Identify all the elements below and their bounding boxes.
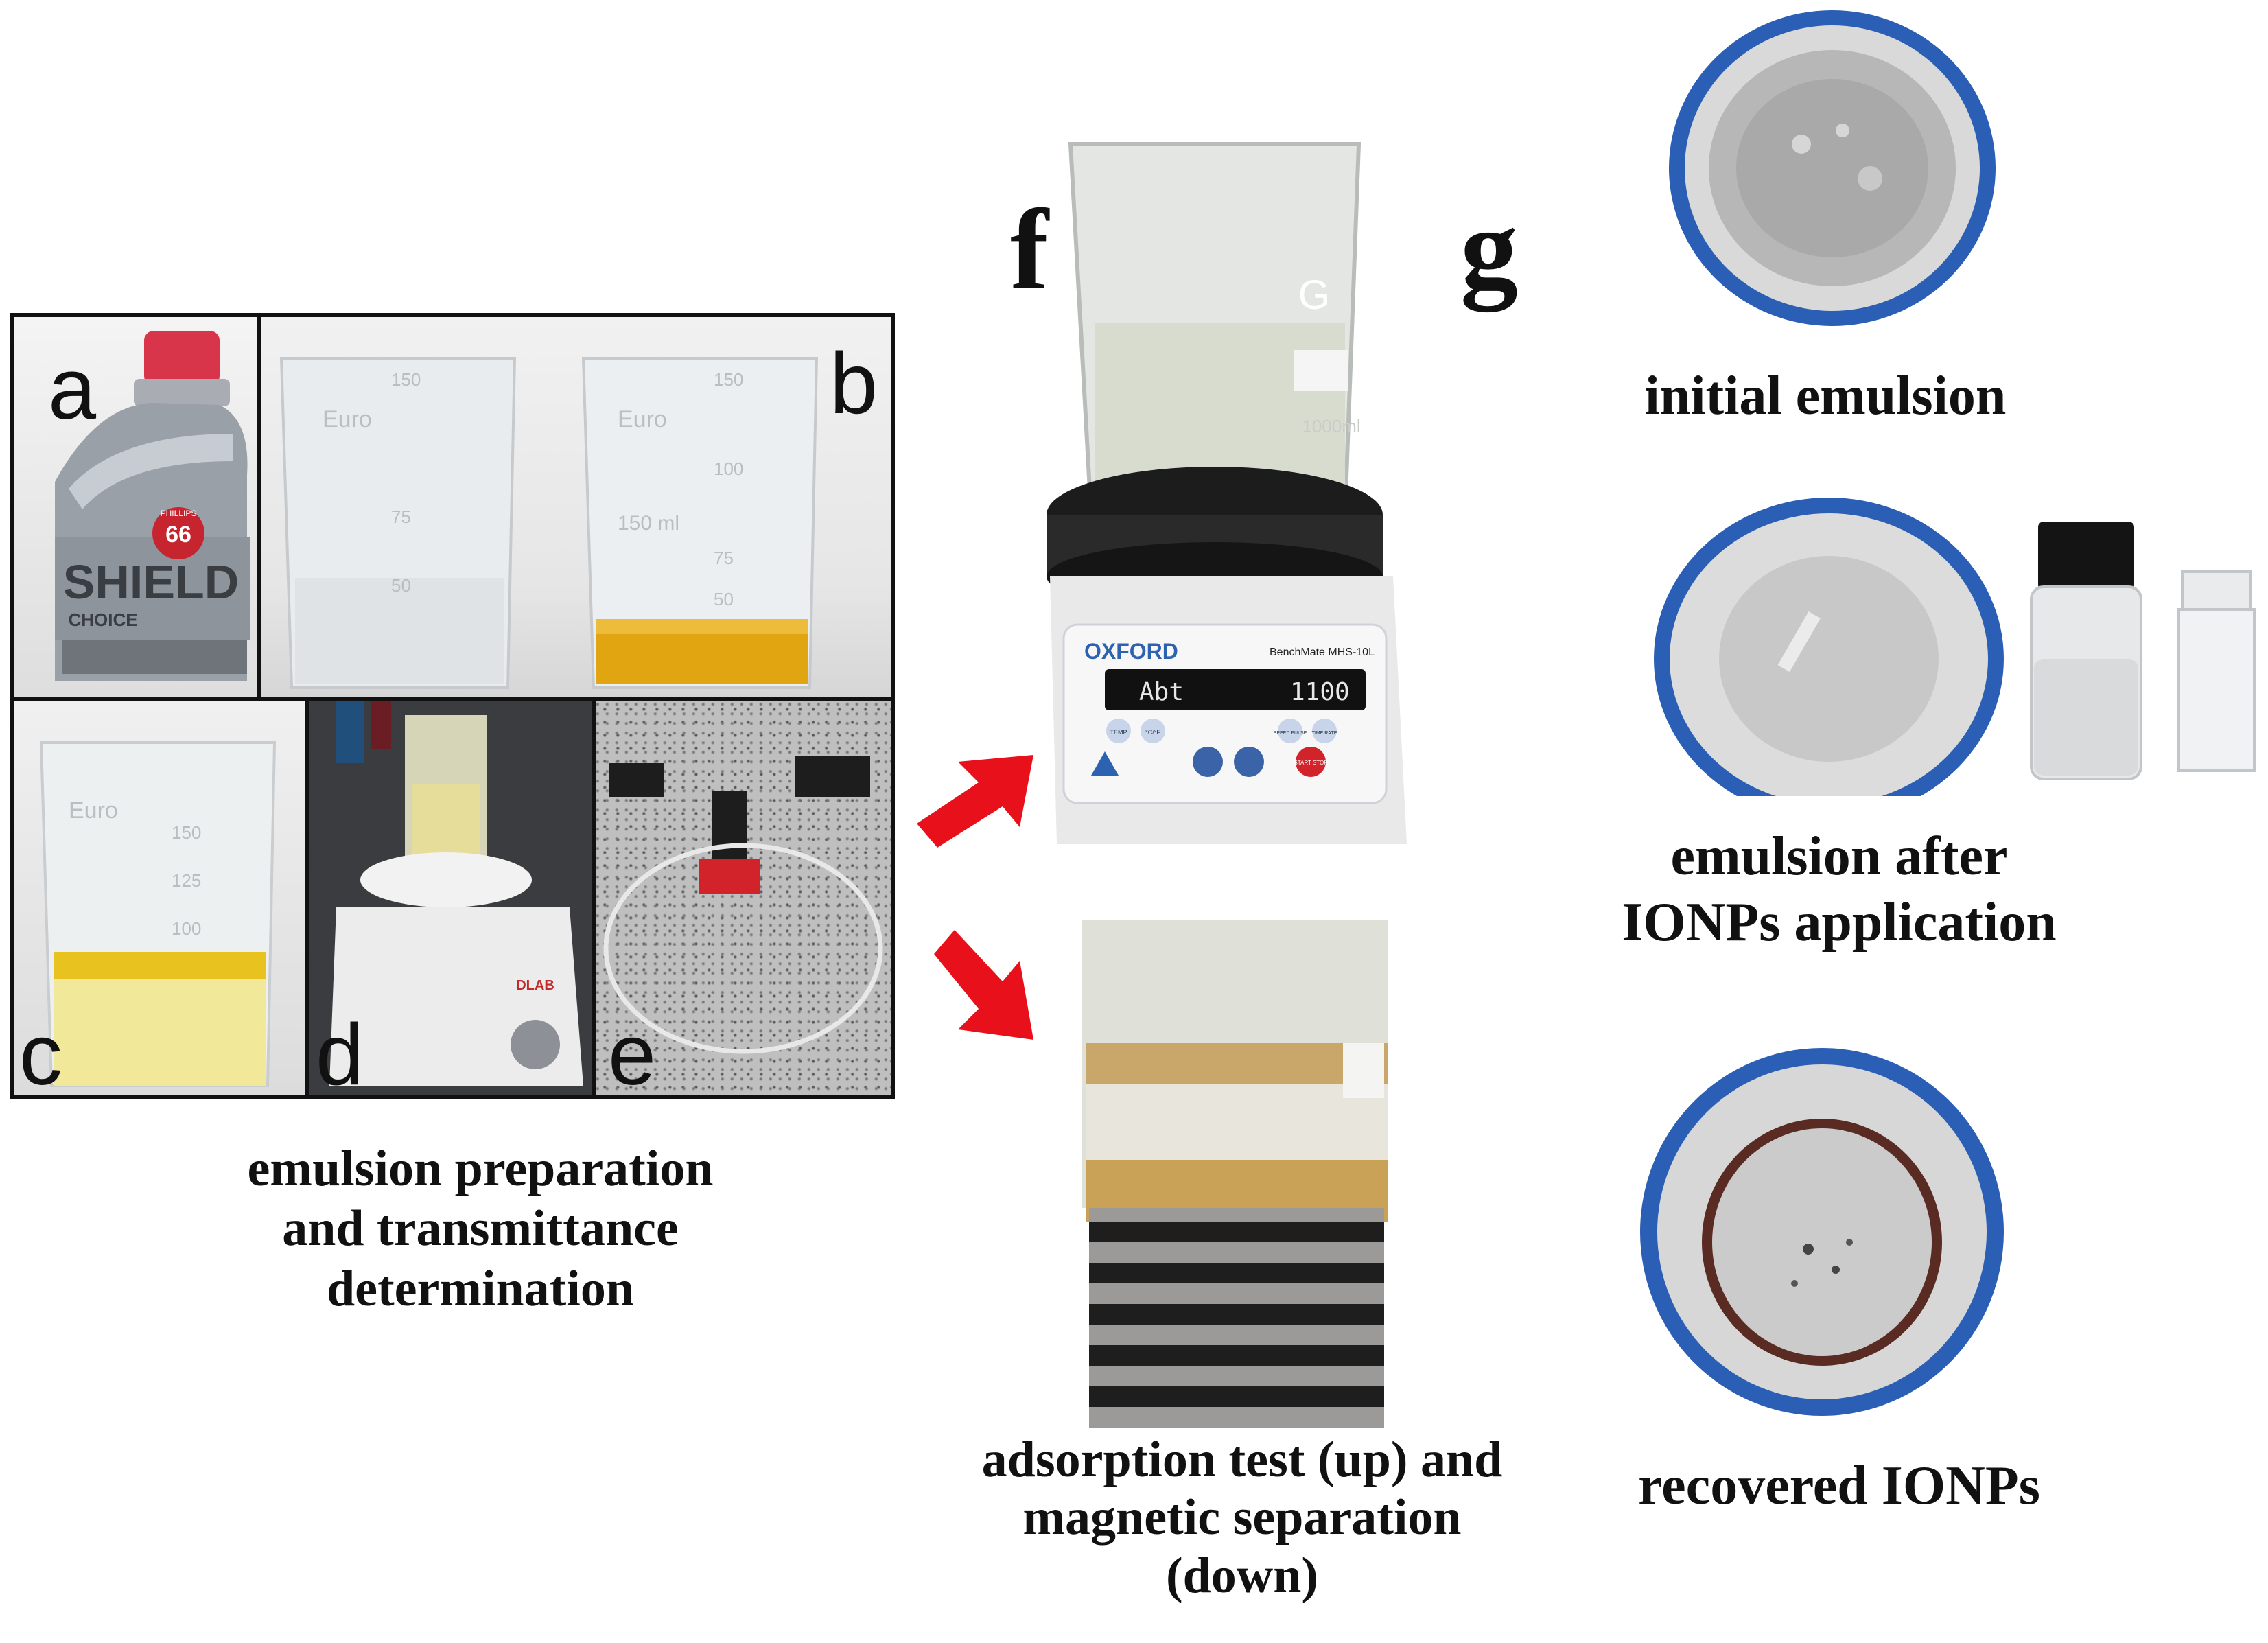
- dish-recovered-ionps-image: [1640, 1048, 2004, 1416]
- panel-label-a: a: [48, 340, 97, 437]
- svg-text:100: 100: [714, 458, 743, 479]
- oil-bottle-image: 66 PHILLIPS SHIELD CHOICE: [55, 331, 250, 681]
- panel-d-photo: DLAB: [309, 701, 592, 1095]
- caption-line: adsorption test (up) and: [981, 1432, 1503, 1488]
- panel-c-photo: Euro 150 125 100: [14, 701, 305, 1095]
- panel-grid: 66 PHILLIPS SHIELD CHOICE a Euro 150 75 …: [10, 313, 895, 1099]
- dish-after-ionps-image: [1654, 498, 2004, 796]
- svg-text:SHIELD: SHIELD: [63, 555, 239, 609]
- svg-text:150: 150: [391, 369, 421, 390]
- svg-text:150 ml: 150 ml: [618, 512, 679, 535]
- caption-initial-emulsion: initial emulsion: [1644, 366, 2007, 426]
- caption-adsorption-test: adsorption test (up) and magnetic separa…: [899, 1431, 1585, 1605]
- panel-label-b: b: [830, 335, 878, 432]
- cuvette-image: [2177, 570, 2256, 772]
- svg-text:TEMP: TEMP: [1110, 729, 1127, 736]
- caption-recovered-ionps: recovered IONPs: [1638, 1456, 2040, 1516]
- panel-label-e: e: [608, 1006, 657, 1103]
- spectro-setup-image: [603, 756, 883, 1054]
- svg-text:Abt: Abt: [1139, 678, 1184, 706]
- svg-text:66: 66: [165, 522, 191, 548]
- caption-line: emulsion preparation: [247, 1141, 714, 1197]
- caption-line: magnetic separation: [1022, 1489, 1462, 1546]
- svg-text:150: 150: [714, 369, 743, 390]
- stirrer-plate-image: DLAB: [309, 701, 592, 1095]
- svg-text:75: 75: [391, 506, 411, 527]
- stirrer-hotplate-image: G 1000ml OXFORD BenchMate MHS-10L Abt 11…: [1047, 142, 1407, 844]
- svg-text:50: 50: [391, 575, 411, 596]
- panel-label-g: g: [1460, 185, 1518, 312]
- svg-text:DLAB: DLAB: [516, 978, 554, 993]
- svg-text:1000ml: 1000ml: [1302, 416, 1360, 436]
- panel-b-photo: Euro 150 75 50 Euro 150 100 150 ml 75 50: [261, 317, 891, 697]
- svg-text:BenchMate MHS-10L: BenchMate MHS-10L: [1270, 646, 1375, 658]
- svg-text:PHILLIPS: PHILLIPS: [161, 509, 197, 518]
- caption-line: (down): [1165, 1547, 1319, 1604]
- svg-text:°C/°F: °C/°F: [1145, 729, 1160, 736]
- svg-text:Euro: Euro: [69, 797, 118, 824]
- panel-a-photo: 66 PHILLIPS SHIELD CHOICE: [14, 317, 257, 697]
- caption-line: and transmittance: [282, 1200, 679, 1257]
- svg-text:Euro: Euro: [323, 406, 372, 432]
- svg-text:TIME RATE: TIME RATE: [1312, 731, 1337, 736]
- panel-f-magnet-photo: [1072, 920, 1398, 1428]
- svg-text:125: 125: [172, 870, 201, 891]
- svg-text:G: G: [1298, 272, 1331, 318]
- svg-text:75: 75: [714, 548, 734, 568]
- panel-f-stirrer-photo: G 1000ml OXFORD BenchMate MHS-10L Abt 11…: [1043, 130, 1427, 865]
- panel-label-c: c: [19, 1006, 62, 1103]
- caption-emulsion-preparation: emulsion preparation and transmittance d…: [158, 1139, 803, 1319]
- svg-text:50: 50: [714, 589, 734, 609]
- caption-line: IONPs application: [1622, 892, 2057, 953]
- vial-image: [2030, 522, 2142, 780]
- panel-label-d: d: [316, 1006, 364, 1103]
- caption-emulsion-after-ionps: emulsion after IONPs application: [1510, 824, 2168, 955]
- svg-text:OXFORD: OXFORD: [1084, 639, 1178, 664]
- caption-line: emulsion after: [1670, 826, 2008, 887]
- svg-text:1100: 1100: [1290, 678, 1350, 706]
- beakers-image: Euro 150 75 50 Euro 150 100 150 ml 75 50: [279, 357, 819, 689]
- magnetic-separation-image: [1072, 920, 1398, 1428]
- panel-label-f: f: [1010, 186, 1049, 314]
- svg-text:Euro: Euro: [618, 406, 667, 432]
- svg-text:100: 100: [172, 918, 201, 939]
- svg-text:SPEED PULSE: SPEED PULSE: [1274, 731, 1307, 736]
- panel-e-photo: [596, 701, 891, 1095]
- caption-line: determination: [326, 1260, 635, 1317]
- arrow-icon: [917, 755, 1033, 848]
- arrow-icon: [934, 930, 1033, 1040]
- oil-beaker-image: Euro 150 125 100: [39, 741, 277, 1087]
- dish-initial-emulsion-image: [1669, 10, 1996, 326]
- svg-text:150: 150: [172, 822, 201, 843]
- svg-text:CHOICE: CHOICE: [68, 609, 137, 630]
- svg-text:START STOP: START STOP: [1294, 760, 1327, 766]
